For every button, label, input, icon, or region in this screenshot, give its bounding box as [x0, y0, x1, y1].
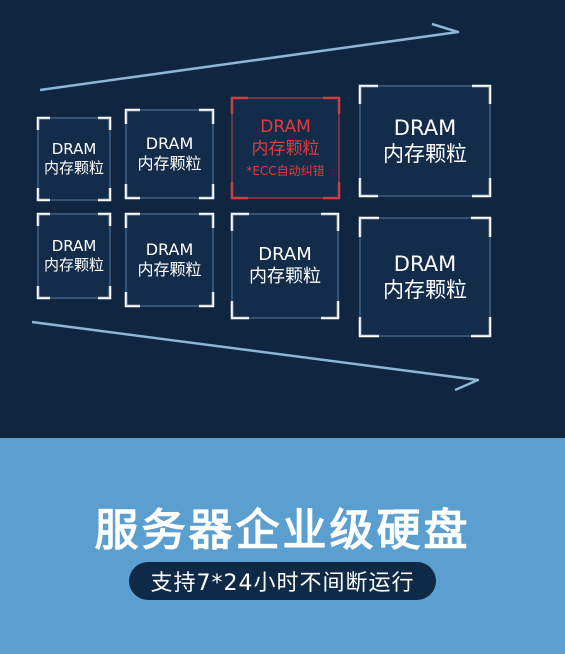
chip-corner-bracket	[98, 286, 112, 300]
chip-corner-bracket	[358, 317, 379, 338]
chip-corner-bracket	[323, 96, 341, 114]
chip-frame	[359, 85, 491, 197]
chip-label: DRAM	[260, 117, 311, 138]
chip-sublabel: 内存颗粒	[137, 154, 202, 173]
dram-chip-row1-col4: DRAM 内存颗粒	[360, 86, 490, 196]
subtitle-badge: 支持7*24小时不间断运行	[129, 562, 436, 600]
chip-frame	[37, 213, 111, 299]
dram-chip-row2-col4: DRAM 内存颗粒	[360, 218, 490, 336]
chip-frame	[37, 117, 111, 201]
dram-chip-illustration: DRAM 内存颗粒 DRAM 内存颗粒 DRAM 内存颗粒 *ECC自动纠错 D…	[0, 0, 565, 438]
chip-label: DRAM	[51, 237, 97, 256]
chip-label: DRAM	[393, 251, 457, 276]
chip-corner-bracket	[471, 317, 492, 338]
chip-corner-bracket	[98, 188, 112, 202]
chip-corner-bracket	[199, 292, 215, 308]
chip-corner-bracket	[199, 212, 215, 228]
perspective-arrows	[31, 22, 492, 392]
chip-label: DRAM	[51, 140, 97, 159]
chip-corner-bracket	[358, 84, 378, 104]
chip-corner-bracket	[124, 292, 140, 308]
chip-sublabel: 内存颗粒	[251, 138, 320, 159]
chip-label: DRAM	[393, 115, 457, 140]
chip-corner-bracket	[230, 182, 248, 200]
ecc-note: *ECC自动纠错	[246, 163, 325, 178]
chip-corner-bracket	[358, 178, 378, 198]
chip-label: DRAM	[145, 134, 194, 153]
chip-corner-bracket	[230, 301, 249, 320]
chip-sublabel: 内存颗粒	[43, 159, 104, 177]
chip-corner-bracket	[36, 188, 50, 202]
chip-corner-bracket	[230, 212, 249, 231]
chip-corner-bracket	[199, 184, 215, 200]
chip-corner-bracket	[471, 216, 492, 237]
page-title: 服务器企业级硬盘	[94, 505, 471, 556]
dram-chip-row2-col1: DRAM 内存颗粒	[38, 214, 110, 298]
lower-arrow-line	[31, 320, 480, 392]
chip-frame	[359, 217, 491, 337]
chip-corner-bracket	[98, 212, 112, 226]
chip-corner-bracket	[321, 301, 340, 320]
chip-corner-bracket	[323, 182, 341, 200]
banner-section: 服务器企业级硬盘 支持7*24小时不间断运行	[0, 438, 565, 654]
chip-corner-bracket	[36, 116, 50, 130]
chip-sublabel: 内存颗粒	[383, 278, 467, 302]
chip-corner-bracket	[124, 108, 140, 124]
chip-corner-bracket	[472, 84, 492, 104]
chip-frame	[125, 109, 214, 199]
chip-corner-bracket	[98, 116, 112, 130]
chip-corner-bracket	[321, 212, 340, 231]
upper-arrow-line	[39, 22, 460, 92]
chip-corner-bracket	[199, 108, 215, 124]
dram-chip-ecc: DRAM 内存颗粒 *ECC自动纠错	[232, 98, 339, 198]
chip-sublabel: 内存颗粒	[137, 260, 202, 279]
dram-chip-row1-col1: DRAM 内存颗粒	[38, 118, 110, 200]
chip-corner-bracket	[36, 286, 50, 300]
chip-label: DRAM	[145, 240, 194, 259]
dram-chip-row1-col2: DRAM 内存颗粒	[126, 110, 213, 198]
chip-corner-bracket	[36, 212, 50, 226]
chip-label: DRAM	[258, 243, 312, 265]
dram-chip-row2-col2: DRAM 内存颗粒	[126, 214, 213, 306]
chip-frame	[125, 213, 214, 307]
chip-corner-bracket	[472, 178, 492, 198]
dram-chip-row2-col3: DRAM 内存颗粒	[232, 214, 338, 318]
chip-sublabel: 内存颗粒	[249, 266, 321, 287]
chip-corner-bracket	[124, 184, 140, 200]
chip-frame	[231, 213, 339, 319]
chip-frame	[231, 97, 340, 199]
chip-sublabel: 内存颗粒	[43, 256, 104, 274]
chip-corner-bracket	[230, 96, 248, 114]
chip-sublabel: 内存颗粒	[383, 142, 467, 166]
chip-corner-bracket	[358, 216, 379, 237]
chip-corner-bracket	[124, 212, 140, 228]
